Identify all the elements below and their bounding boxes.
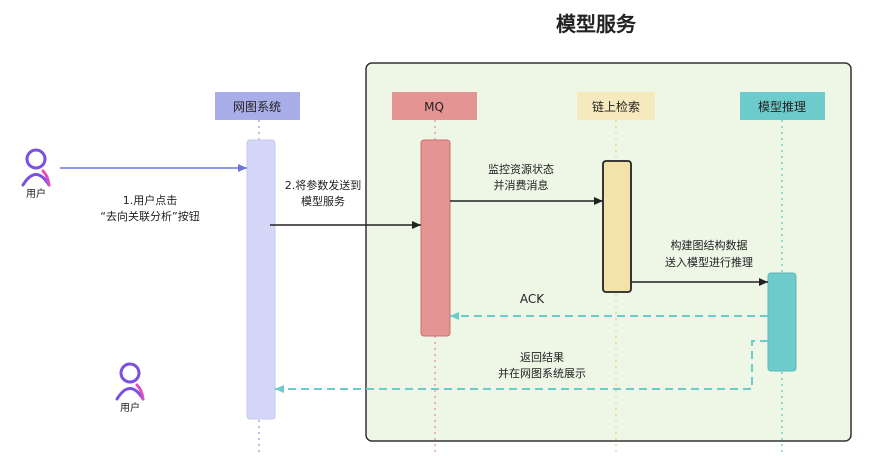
message-3-line-2: 并消费消息 <box>494 178 549 192</box>
activation-mq <box>420 139 451 337</box>
participant-mq-label: MQ <box>424 100 444 114</box>
participant-chain-label: 链上检索 <box>592 99 640 114</box>
activation-chain <box>602 160 632 293</box>
participant-web-box <box>215 92 300 120</box>
message-1-line-2: “去向关联分析”按钮 <box>100 209 199 223</box>
participant-chain-box <box>577 92 655 120</box>
message-6-line-1: 返回结果 <box>520 351 564 364</box>
message-4-line-2: 送入模型进行推理 <box>665 255 753 269</box>
participant-model-label: 模型推理 <box>758 100 806 114</box>
message-2-line-2: 模型服务 <box>301 194 345 208</box>
activation-web <box>246 139 276 420</box>
diagram-title: 模型服务 <box>556 12 637 36</box>
participant-web-label: 网图系统 <box>233 100 281 114</box>
message-2-line-1: 2.将参数发送到 <box>285 178 362 192</box>
message-4-line-1: 构建图结构数据 <box>671 238 748 252</box>
message-1-line-1: 1.用户点击 <box>123 193 178 207</box>
user-label-top: 用户 <box>26 187 46 200</box>
user-actor-top <box>21 148 51 187</box>
activation-model <box>767 272 797 372</box>
message-6-arrow <box>275 340 768 393</box>
participant-mq-box <box>392 92 477 120</box>
message-3-line-1: 监控资源状态 <box>488 162 554 176</box>
user-label-bottom: 用户 <box>120 401 140 414</box>
message-6-line-2: 并在网图系统展示 <box>498 366 586 380</box>
message-5-label: ACK <box>520 292 545 306</box>
user-actor-bottom <box>115 362 145 401</box>
participant-model-box <box>740 92 825 120</box>
